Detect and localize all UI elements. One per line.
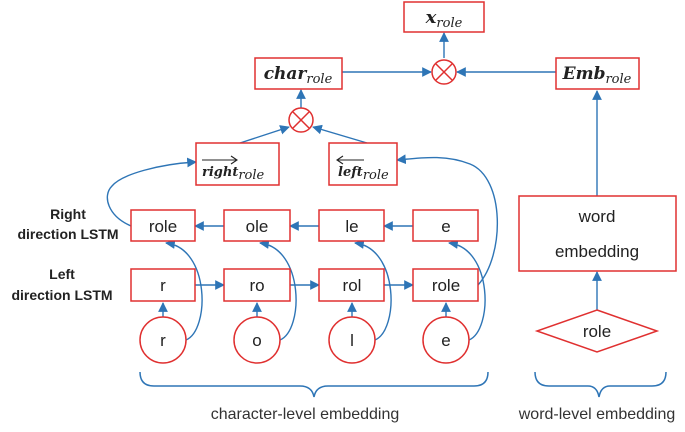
char-input-label: r: [160, 331, 166, 350]
right-lstm-cell-label: le: [345, 217, 358, 236]
left-vector-symbol: left: [338, 165, 363, 180]
right-vector-box: rightrole: [195, 142, 280, 186]
word-input-diamond: role: [534, 309, 660, 353]
char-input-node: l: [328, 316, 376, 364]
char-input-node: r: [139, 316, 187, 364]
right-lstm-cell: ole: [223, 209, 291, 242]
char-input-label: l: [350, 331, 354, 350]
top-multiply-node: [431, 59, 457, 85]
word-embedding-line1: word: [578, 207, 616, 226]
right-vector-subscript: role: [238, 168, 264, 183]
char-symbol: char: [264, 64, 308, 84]
svg-text:charrole: charrole: [264, 64, 333, 87]
char-input-node: o: [233, 316, 281, 364]
right-lstm-cell-label: ole: [246, 217, 269, 236]
output-box: xrole: [403, 1, 485, 33]
char-input-row: r o l e: [139, 316, 470, 364]
svg-text:Embrole: Embrole: [562, 64, 632, 87]
right-lstm-label-line1: Right: [50, 206, 86, 222]
right-lstm-cell: e: [412, 209, 479, 242]
left-lstm-label-line2: direction LSTM: [11, 287, 112, 303]
left-lstm-cell-label: ro: [249, 276, 264, 295]
char-level-brace: [139, 371, 489, 398]
svg-text:leftrole: leftrole: [338, 165, 389, 183]
left-lstm-label-line1: Left: [49, 266, 75, 282]
left-lstm-label: Left direction LSTM: [11, 266, 112, 303]
right-vector-symbol: right: [202, 165, 238, 180]
right-lstm-label-line2: direction LSTM: [17, 226, 118, 242]
left-lstm-cell-label: r: [160, 276, 166, 295]
right-lstm-cell: le: [318, 209, 385, 242]
right-lstm-cell: role: [130, 209, 196, 242]
char-subscript: role: [306, 72, 332, 87]
emb-role-box: Embrole: [555, 57, 640, 90]
left-lstm-row: r ro rol role: [130, 268, 479, 302]
word-level-brace: [534, 371, 667, 398]
right-lstm-row: role ole le e: [130, 209, 479, 242]
char-role-box: charrole: [254, 57, 343, 90]
char-input-label: e: [441, 331, 450, 350]
left-vector-box: leftrole: [328, 142, 398, 186]
left-lstm-cell: role: [412, 268, 479, 302]
left-lstm-cell: rol: [318, 268, 385, 302]
word-embedding-box: word embedding: [518, 195, 677, 272]
word-input-label: role: [583, 322, 611, 341]
svg-text:rightrole: rightrole: [202, 165, 265, 183]
left-lstm-cell-label: rol: [343, 276, 362, 295]
output-subscript: role: [436, 16, 462, 31]
right-lstm-cell-label: e: [441, 217, 450, 236]
right-lstm-label: Right direction LSTM: [17, 206, 118, 242]
right-lstm-cell-label: role: [149, 217, 177, 236]
emb-subscript: role: [605, 72, 631, 87]
char-level-caption: character-level embedding: [211, 406, 400, 423]
connection-arrows: [106, 32, 602, 341]
svg-text:xrole: xrole: [425, 7, 463, 31]
word-level-caption: word-level embedding: [518, 406, 676, 423]
left-lstm-cell-label: role: [432, 276, 460, 295]
word-embedding-line2: embedding: [555, 242, 639, 261]
left-lstm-cell: r: [130, 268, 196, 302]
left-vector-subscript: role: [363, 168, 389, 183]
output-symbol: x: [425, 7, 437, 28]
char-multiply-node: [288, 107, 314, 133]
char-input-node: e: [422, 316, 470, 364]
emb-symbol: Emb: [562, 64, 606, 84]
char-input-label: o: [252, 331, 261, 350]
left-lstm-cell: ro: [223, 268, 291, 302]
